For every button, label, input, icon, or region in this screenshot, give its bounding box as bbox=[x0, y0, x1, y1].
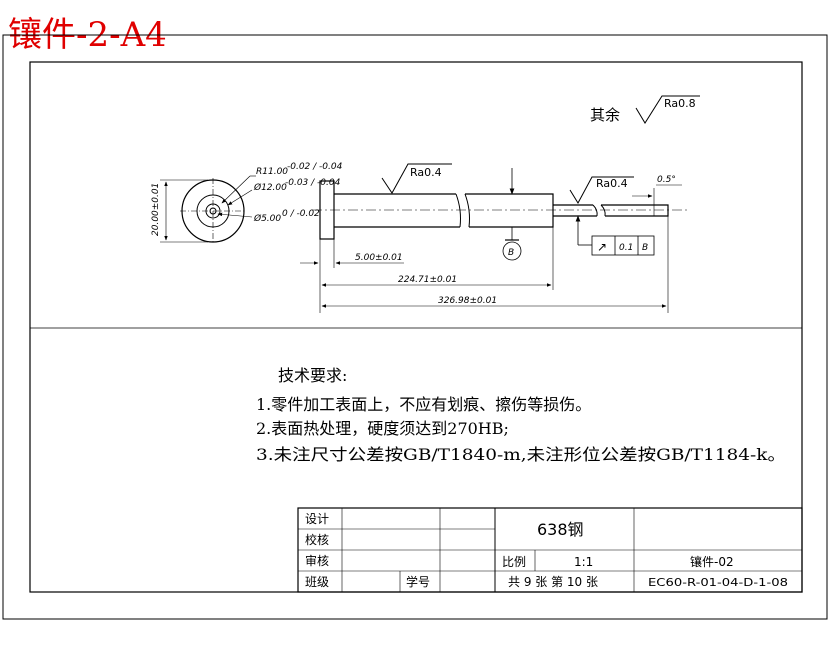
drawing-frame bbox=[29, 61, 803, 593]
end-view-r-tol: -0.02 / -0.04 bbox=[287, 162, 343, 172]
side-roughness-2: Ra0.4 bbox=[596, 177, 628, 190]
tb-scale-label: 比例 bbox=[502, 555, 526, 569]
tb-material: 638钢 bbox=[537, 520, 584, 539]
dim-total: 326.98±0.01 bbox=[438, 296, 497, 306]
tolerance-value: 0.1 bbox=[619, 243, 633, 253]
tb-part-name: 镶件-02 bbox=[690, 554, 734, 569]
side-view: Ra0.4 Ra0.4 B 0.5° ↗ 0.1 B 5.00±0.01 bbox=[300, 163, 690, 313]
dim-head: 5.00±0.01 bbox=[355, 253, 403, 263]
side-roughness-1: Ra0.4 bbox=[410, 166, 442, 179]
tech-req-item-1: 1.零件加工表面上，不应有划痕、擦伤等损伤。 bbox=[256, 395, 591, 414]
tech-req-item-2: 2.表面热处理，硬度须达到270HB; bbox=[256, 419, 509, 438]
tech-requirements: 技术要求: 1.零件加工表面上，不应有划痕、擦伤等损伤。 2.表面热处理，硬度须… bbox=[256, 366, 786, 464]
tb-sheets: 共 9 张 第 10 张 bbox=[508, 575, 598, 589]
end-view-height-dim: 20.00±0.01 bbox=[151, 183, 161, 236]
tb-class: 班级 bbox=[305, 575, 329, 589]
other-roughness: 其余 Ra0.8 bbox=[590, 95, 700, 124]
tolerance-symbol: ↗ bbox=[597, 240, 607, 254]
title-block: 设计 校核 审核 班级 学号 638钢 比例 1:1 镶件-02 共 9 张 第… bbox=[297, 507, 803, 593]
tb-scale-value: 1:1 bbox=[574, 555, 593, 569]
tech-req-title: 技术要求: bbox=[278, 366, 347, 385]
tb-review: 审核 bbox=[305, 553, 329, 568]
end-view-d5-dim: Ø5.00 bbox=[253, 213, 281, 224]
dim-mid: 224.71±0.01 bbox=[398, 275, 457, 285]
end-view: 20.00±0.01 R11.00 -0.02 / -0.04 Ø12.00 -… bbox=[151, 162, 343, 244]
end-view-d12-tol: -0.03 / -0.04 bbox=[285, 178, 341, 188]
other-roughness-prefix: 其余 bbox=[590, 106, 620, 124]
tb-drawing-no: EC60-R-01-04-D-1-08 bbox=[648, 576, 788, 589]
datum-label: B bbox=[508, 248, 514, 258]
end-view-d12-dim: Ø12.00 bbox=[253, 182, 287, 193]
tolerance-datum: B bbox=[642, 243, 648, 253]
end-view-d5-tol: 0 / -0.02 bbox=[282, 209, 320, 219]
end-view-r-dim: R11.00 bbox=[256, 167, 288, 177]
angle-dim: 0.5° bbox=[657, 175, 676, 185]
sheet-outer-border bbox=[2, 34, 828, 620]
tb-design: 设计 bbox=[305, 512, 329, 526]
other-roughness-value: Ra0.8 bbox=[664, 97, 696, 110]
tb-student-no: 学号 bbox=[406, 574, 430, 589]
tech-req-item-3: 3.未注尺寸公差按GB/T1840-m,未注形位公差按GB/T1184-k。 bbox=[256, 445, 786, 464]
tb-check: 校核 bbox=[305, 532, 329, 547]
